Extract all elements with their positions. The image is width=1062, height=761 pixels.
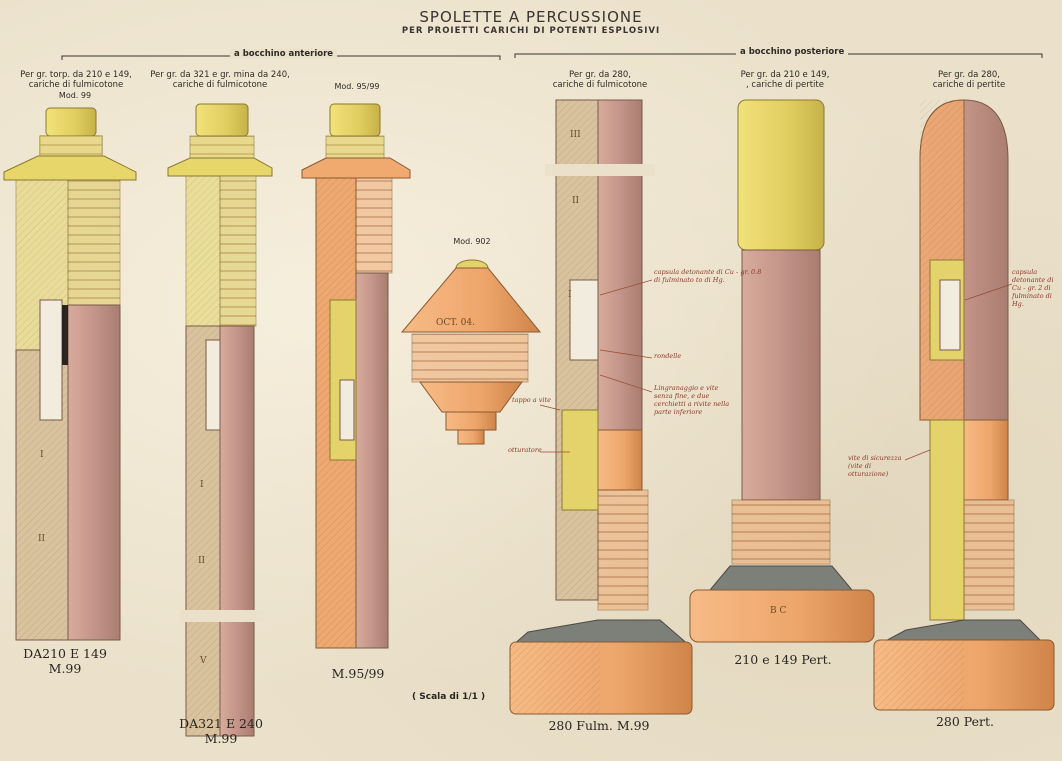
mark-fuze2-i: I [200, 480, 204, 490]
mark-fuze5-iii: III [570, 130, 581, 140]
plate-title: SPOLETTE A PERCUSSIONE [419, 8, 643, 26]
fuze-7-section [873, 99, 1055, 711]
note-capsula-fuze5: capsula detonante di Cu - gr. 0.8 di ful… [654, 268, 762, 284]
group-label-posterior: a bocchino posteriore [736, 47, 849, 57]
fuze-1-model: Mod. 99 [58, 91, 92, 100]
note-capsula-fuze7: capsula detonante di Cu - gr. 2 di fulmi… [1012, 268, 1054, 308]
fuze-1-label: DA210 E 149 M.99 [23, 646, 107, 676]
fuze-4-model: Mod. 902 [453, 237, 491, 246]
fuze-5-caption-line2: cariche di fulmicotone [552, 80, 648, 90]
annotation-leaders [539, 279, 1013, 461]
fuze-2-label: DA321 E 240 M.99 [179, 716, 263, 746]
note-ingranaggio: Lingranaggio e vite senza fine, e due ce… [654, 384, 730, 416]
mark-fuze1-i: I [40, 450, 44, 460]
note-rondelle: rondelle [654, 352, 682, 360]
mark-fuze2-v: V [200, 656, 207, 666]
cap-902-mark: OCT. 04. [436, 318, 475, 328]
fuze-5-section [509, 99, 693, 715]
fuze-6-caption-line1: Per gr. da 210 e 149, [740, 70, 830, 80]
mark-fuze5-ii: II [572, 196, 580, 206]
fuze-1-caption: Per gr. torp. da 210 e 149, cariche di f… [6, 70, 146, 90]
group-label-anterior: a bocchino anteriore [230, 49, 338, 59]
base-bc-mark: B C [770, 606, 787, 616]
fuze-3-section [301, 103, 411, 649]
fuze-2-caption-line1: Per gr. da 321 e gr. mina da 240, [150, 70, 290, 80]
fuze-5-label: 280 Fulm. M.99 [548, 718, 650, 733]
fuze-3-model: Mod. 95/99 [334, 82, 380, 91]
note-vite-sicurezza: vite di sicurezza (vite di otturazione) [848, 454, 902, 478]
note-otturatore: otturatore [508, 446, 542, 454]
fuze-6-caption: Per gr. da 210 e 149, , cariche di perti… [710, 70, 860, 90]
fuze-7-caption: Per gr. da 280, cariche di pertite [904, 70, 1034, 90]
fuze-1-caption-line1: Per gr. torp. da 210 e 149, [20, 70, 132, 80]
fuze-6-caption-line2: , cariche di pertite [746, 80, 824, 90]
plate-subtitle: PER PROIETTI CARICHI DI POTENTI ESPLOSIV… [401, 26, 661, 36]
scale-note: ( Scala di 1/1 ) [412, 692, 486, 702]
fuze-6-section [689, 99, 875, 643]
fuze-5-caption: Per gr. da 280, cariche di fulmicotone [530, 70, 670, 90]
fuze-7-caption-line1: Per gr. da 280, [938, 70, 1000, 80]
fuze-7-label: 280 Pert. [935, 714, 995, 729]
mark-fuze2-ii: II [198, 556, 206, 566]
fuze-1-section [3, 107, 137, 641]
fuze-7-caption-line2: cariche di pertite [932, 80, 1006, 90]
fuze-2-section [167, 103, 273, 737]
fuze-2-caption-line2: cariche di fulmicotone [172, 80, 268, 90]
fuze-3-label: M.95/99 [331, 666, 385, 681]
fuze-2-caption: Per gr. da 321 e gr. mina da 240, carich… [140, 70, 300, 90]
note-tappo: tappo a vite [512, 396, 551, 404]
fuze-5-caption-line1: Per gr. da 280, [569, 70, 631, 80]
mark-fuze5-i: I [568, 290, 572, 300]
fuze-6-label: 210 e 149 Pert. [734, 652, 832, 667]
fuze-1-caption-line2: cariche di fulmicotone [28, 80, 124, 90]
mark-fuze1-ii: II [38, 534, 46, 544]
fuze-4-head [400, 259, 542, 445]
